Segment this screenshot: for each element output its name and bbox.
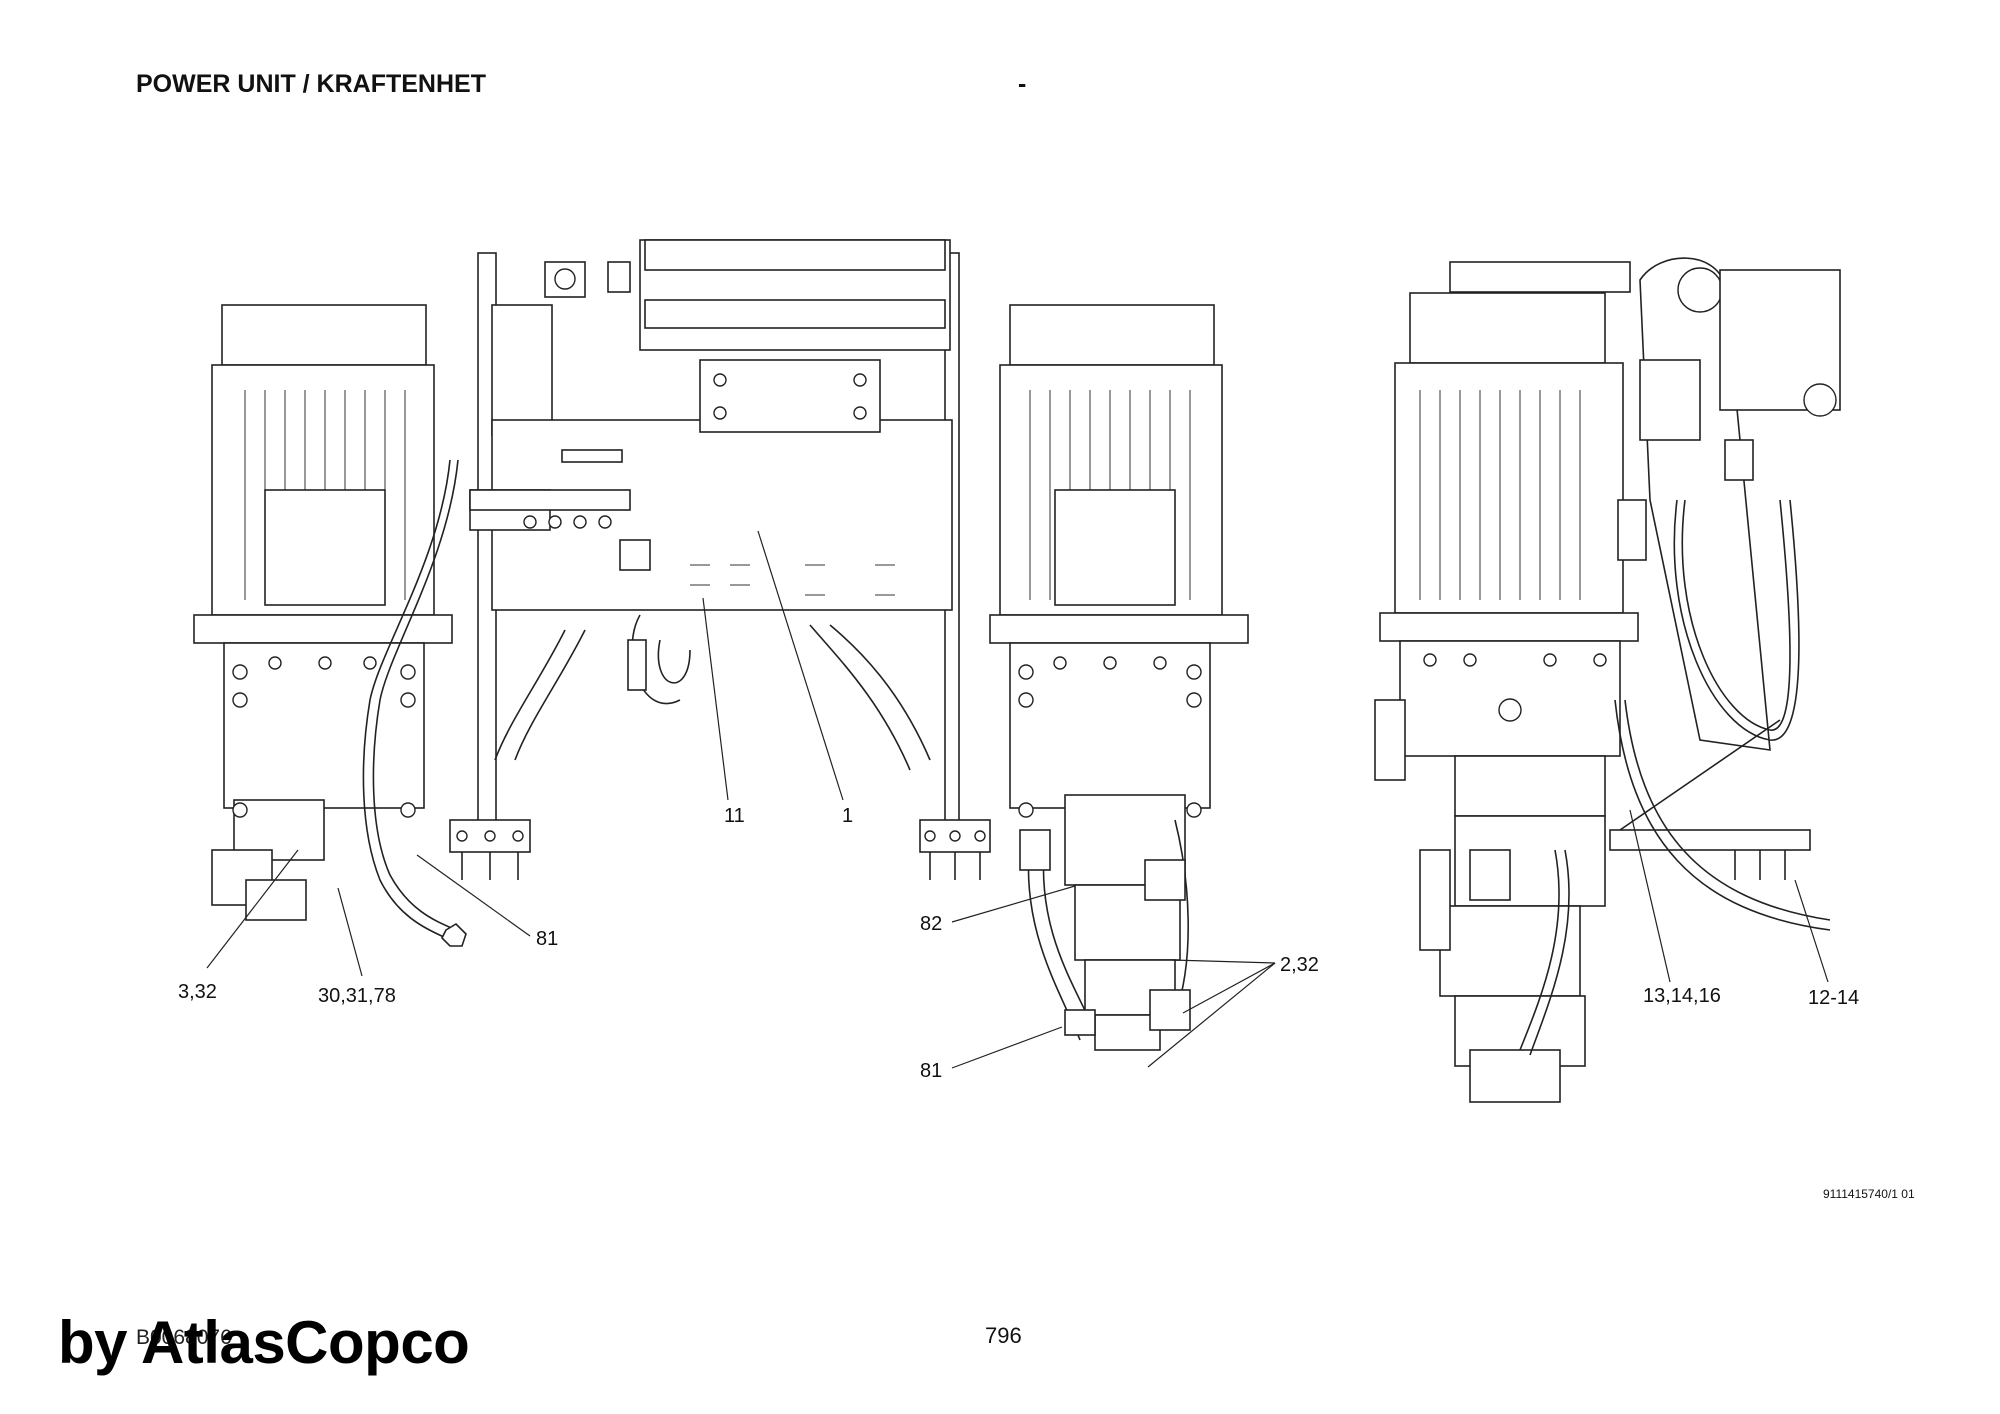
left-motor [193, 304, 453, 921]
callout-81-center: 81 [920, 1060, 942, 1082]
right-motor [989, 304, 1249, 1051]
callout-3-32: 3,32 [178, 981, 217, 1003]
drawing-number: B0068076 [136, 1326, 232, 1349]
page-title-dash: - [1018, 70, 1027, 98]
callout-82: 82 [920, 913, 942, 935]
callout-30-31-78: 30,31,78 [318, 985, 396, 1007]
callout-11: 11 [724, 805, 745, 827]
center-frame [449, 239, 991, 880]
callout-2-32: 2,32 [1280, 954, 1319, 976]
document-reference: 9111415740/1 01 [1823, 1187, 1915, 1201]
brand-watermark: by AtlasCopco [58, 1309, 470, 1376]
callout-1: 1 [842, 805, 853, 827]
callout-12-14: 12-14 [1808, 987, 1859, 1009]
page-number: 796 [985, 1323, 1022, 1348]
page-title: POWER UNIT / KRAFTENHET [136, 70, 486, 98]
left-hose [362, 459, 451, 941]
leader-lines [206, 530, 1829, 1069]
callout-81-left: 81 [536, 928, 558, 950]
side-view [1374, 257, 1841, 1103]
callout-13-14-16: 13,14,16 [1643, 985, 1721, 1007]
